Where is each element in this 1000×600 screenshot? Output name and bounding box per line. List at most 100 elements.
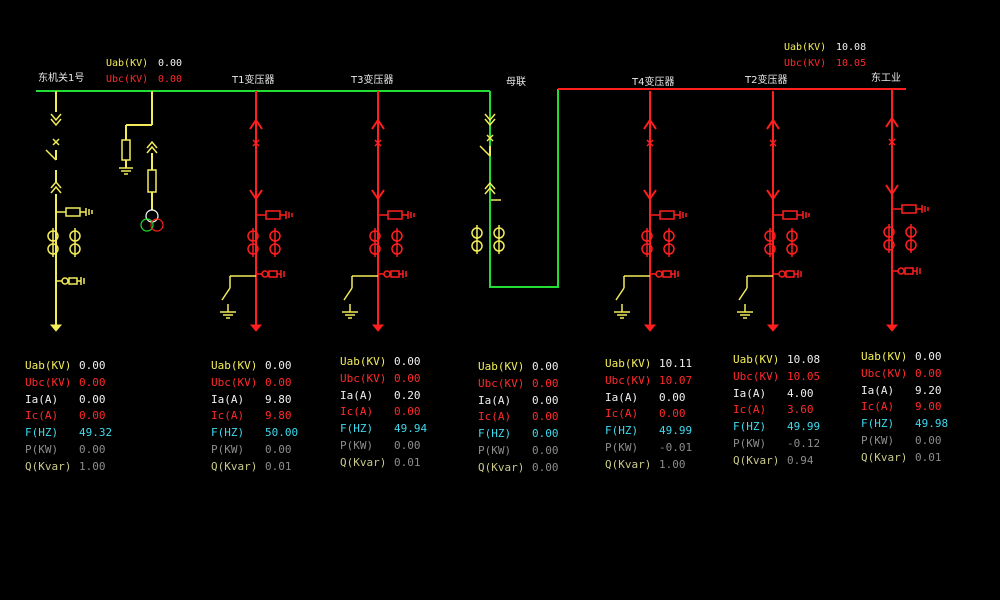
chevron-up-icon — [146, 145, 158, 154]
measure-label: P(KW) — [211, 442, 245, 456]
measure-value: 0.00 — [532, 360, 559, 373]
measure-value: 0.00 — [532, 427, 559, 441]
surge-arrester-icon — [659, 210, 675, 220]
disconnect-blade — [45, 149, 57, 161]
measure-label: Q(Kvar) — [340, 455, 387, 469]
sensor-icon — [655, 270, 663, 278]
bay-t2-transformer-feeder[interactable] — [737, 91, 810, 332]
measure-row-q: Q(Kvar)1.00 — [605, 457, 692, 474]
breaker-cross-icon — [252, 139, 260, 147]
bay-t4-transformer-feeder[interactable] — [614, 91, 687, 332]
bay-label-dongjiguan1[interactable]: 东机关1号 — [38, 73, 85, 84]
measure-row-ubc: Ubc(KV)0.00 — [340, 371, 427, 388]
breaker-cross-icon — [52, 138, 60, 146]
bay-label-t3[interactable]: T3变压器 — [351, 75, 394, 86]
measure-label: Ic(A) — [25, 409, 59, 423]
arrow-up-icon — [249, 118, 263, 130]
bus2-uab-value: 10.08 — [836, 42, 867, 53]
measure-label: Ia(A) — [733, 386, 767, 400]
measure-label: Ia(A) — [478, 393, 512, 407]
sensor-icon — [904, 267, 914, 275]
measure-value: 0.20 — [394, 388, 421, 402]
measure-label: Ubc(KV) — [478, 376, 525, 390]
sensor-icon — [897, 267, 905, 275]
measure-row-ia: Ia(A)9.20 — [861, 383, 948, 400]
measure-row-p: P(KW)-0.01 — [605, 440, 692, 457]
bay-pt-cabinet[interactable] — [119, 91, 164, 232]
measure-value: 0.00 — [532, 393, 559, 407]
measure-value: 1.00 — [659, 457, 686, 471]
measure-row-ubc: Ubc(KV)0.00 — [478, 376, 559, 393]
measure-label: Ubc(KV) — [861, 366, 908, 380]
arrow-up-icon — [371, 118, 385, 130]
bay-dongjiguan1-feeder[interactable] — [45, 91, 93, 332]
chevron-up-icon — [50, 180, 62, 189]
measure-label: Q(Kvar) — [478, 460, 525, 474]
measure-label: Ic(A) — [340, 405, 374, 419]
measure-value: 0.00 — [394, 438, 421, 452]
bus2-ubc-value: 10.05 — [836, 58, 867, 69]
surge-arrester-icon — [387, 210, 403, 220]
load-arrow-icon — [371, 324, 385, 332]
load-arrow-icon — [885, 324, 899, 332]
bay-label-bus-tie[interactable]: 母联 — [506, 77, 526, 88]
measure-row-p: P(KW)0.00 — [861, 433, 948, 450]
breaker-cross-icon — [769, 139, 777, 147]
measure-row-freq: F(HZ)50.00 — [211, 425, 298, 442]
chevron-down-icon — [484, 118, 496, 127]
bay-label-donggongye[interactable]: 东工业 — [871, 73, 901, 84]
bus-tie-link — [489, 89, 559, 288]
measure-label: Q(Kvar) — [211, 459, 258, 473]
arrow-down-icon — [371, 189, 385, 201]
measure-label: Ia(A) — [605, 390, 639, 404]
measure-row-freq: F(HZ)49.99 — [605, 423, 692, 440]
measure-value: 0.01 — [265, 459, 292, 473]
arrow-down-icon — [885, 184, 899, 196]
bay-label-t4[interactable]: T4变压器 — [632, 77, 675, 88]
measure-row-ubc: Ubc(KV)10.07 — [605, 373, 692, 390]
measure-label: Uab(KV) — [861, 350, 908, 363]
measure-label: Uab(KV) — [478, 360, 525, 373]
measure-label: P(KW) — [340, 438, 374, 452]
measure-label: P(KW) — [25, 442, 59, 456]
measure-row-ic: Ic(A)0.00 — [605, 406, 692, 423]
bay-t1-transformer-feeder[interactable] — [220, 91, 293, 332]
measure-row-ic: Ic(A)0.00 — [478, 409, 559, 426]
measure-value: 0.01 — [394, 455, 421, 469]
bay-donggongye-feeder[interactable] — [883, 89, 929, 332]
measure-value: 0.00 — [79, 409, 106, 423]
surge-arrester-icon — [782, 210, 798, 220]
measure-value: 0.00 — [265, 359, 292, 372]
measure-value: 3.60 — [787, 403, 814, 417]
bay-bus-tie[interactable] — [471, 113, 505, 254]
measure-row-p: P(KW)0.00 — [211, 442, 298, 459]
bay-label-t1[interactable]: T1变压器 — [232, 75, 275, 86]
measure-value: 0.00 — [394, 355, 421, 368]
measure-row-ubc: Ubc(KV)0.00 — [211, 375, 298, 392]
bay-t3-transformer-feeder[interactable] — [342, 91, 415, 332]
measure-label: F(HZ) — [340, 422, 374, 436]
breaker-cross-icon — [888, 138, 896, 146]
measure-label: Ic(A) — [211, 409, 245, 423]
sensor-icon — [390, 270, 400, 278]
measure-label: Ubc(KV) — [733, 369, 780, 383]
bus2-uab-label: Uab(KV) — [784, 42, 827, 53]
measure-label: Ia(A) — [340, 388, 374, 402]
measure-label: Ic(A) — [478, 410, 512, 424]
measure-value: 1.00 — [79, 459, 106, 473]
measure-value: 0.00 — [915, 350, 942, 363]
measure-row-ia: Ia(A) 0.00 — [478, 393, 559, 410]
earth-switch-blade — [343, 287, 353, 301]
bay-label-t2[interactable]: T2变压器 — [745, 75, 788, 86]
arrow-down-icon — [643, 189, 657, 201]
measure-label: Ia(A) — [211, 392, 245, 406]
